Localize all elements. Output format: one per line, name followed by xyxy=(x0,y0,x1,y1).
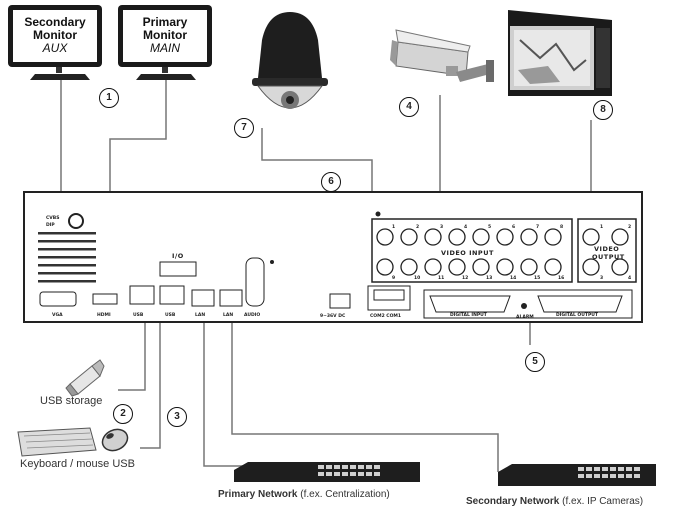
vin-num-13: 13 xyxy=(486,275,492,281)
vin-num-2: 2 xyxy=(416,224,419,230)
usb2-label: USB xyxy=(165,312,176,318)
dvr-back-panel: CVBS DIP xyxy=(23,191,643,323)
primary-network-desc: (f.ex. Centralization) xyxy=(297,489,390,500)
audio-label: AUDIO xyxy=(244,312,260,318)
vin-num-16: 16 xyxy=(558,275,564,281)
vin-num-12: 12 xyxy=(462,275,468,281)
vin-num-4: 4 xyxy=(464,224,467,230)
lan1-label: LAN xyxy=(195,312,205,318)
vin-num-11: 11 xyxy=(438,275,444,281)
hdmi-label: HDMI xyxy=(97,312,111,318)
vin-num-3: 3 xyxy=(440,224,443,230)
usb-storage-caption: USB storage xyxy=(40,395,103,407)
io-label: I/O xyxy=(172,252,184,260)
secondary-network-switch-icon xyxy=(498,464,656,486)
vin-num-9: 9 xyxy=(392,275,395,281)
secondary-monitor-subtitle: AUX xyxy=(42,41,68,55)
com-label: COM2 COM1 xyxy=(370,313,401,319)
primary-network-name: Primary Network xyxy=(218,489,298,500)
vin-num-7: 7 xyxy=(536,224,539,230)
secondary-monitor-icon xyxy=(8,5,102,80)
vout-num-3: 3 xyxy=(600,275,603,281)
callout-6: 6 xyxy=(321,172,341,192)
crt-monitor-icon xyxy=(508,10,612,96)
callout-7: 7 xyxy=(234,118,254,138)
vin-num-8: 8 xyxy=(560,224,563,230)
vin-num-6: 6 xyxy=(512,224,515,230)
primary-monitor-label: Primary Monitor MAIN xyxy=(123,16,207,55)
box-camera-icon xyxy=(390,29,494,82)
vga-label: VGA xyxy=(52,312,63,318)
ptz-camera-icon xyxy=(252,12,328,109)
keyboard-icon xyxy=(17,427,97,457)
svg-text:DIP: DIP xyxy=(46,222,55,228)
secondary-network-desc: (f.ex. IP Cameras) xyxy=(559,496,644,507)
primary-monitor-subtitle: MAIN xyxy=(150,41,180,55)
vin-num-5: 5 xyxy=(488,224,491,230)
callout-8: 8 xyxy=(593,100,613,120)
secondary-monitor-title: Secondary Monitor xyxy=(24,15,86,42)
callout-1: 1 xyxy=(99,88,119,108)
lan2-label: LAN xyxy=(223,312,233,318)
vin-num-15: 15 xyxy=(534,275,540,281)
vout-num-2: 2 xyxy=(628,224,631,230)
svg-text:CVBS: CVBS xyxy=(46,215,59,221)
secondary-monitor-label: Secondary Monitor AUX xyxy=(13,16,97,55)
alarm-label: ALARM xyxy=(516,314,534,320)
usb-stick-icon xyxy=(65,359,105,397)
video-output-label-2: OUTPUT xyxy=(592,253,625,261)
primary-monitor-icon xyxy=(118,5,212,80)
vin-num-1: 1 xyxy=(392,224,395,230)
mouse-icon xyxy=(101,428,129,452)
vout-num-4: 4 xyxy=(628,275,631,281)
callout-3: 3 xyxy=(167,407,187,427)
digital-input-label: DIGITAL INPUT xyxy=(450,312,488,318)
callout-5: 5 xyxy=(525,352,545,372)
digital-output-label: DIGITAL OUTPUT xyxy=(556,312,599,318)
vin-num-14: 14 xyxy=(510,275,516,281)
keyboard-mouse-caption: Keyboard / mouse USB xyxy=(20,458,135,470)
video-input-label: VIDEO INPUT xyxy=(441,249,494,257)
video-output-label-1: VIDEO xyxy=(594,245,619,253)
power-label: 9~36V DC xyxy=(320,313,346,319)
primary-network-switch-icon xyxy=(234,462,420,482)
usb1-label: USB xyxy=(133,312,144,318)
callout-4: 4 xyxy=(399,97,419,117)
vout-num-1: 1 xyxy=(600,224,603,230)
primary-monitor-title: Primary Monitor xyxy=(142,15,188,42)
primary-network-caption: Primary Network (f.ex. Centralization) xyxy=(218,489,390,500)
secondary-network-name: Secondary Network xyxy=(466,496,560,507)
secondary-network-caption: Secondary Network (f.ex. IP Cameras) xyxy=(466,496,643,507)
vin-num-10: 10 xyxy=(414,275,420,281)
callout-2: 2 xyxy=(113,404,133,424)
